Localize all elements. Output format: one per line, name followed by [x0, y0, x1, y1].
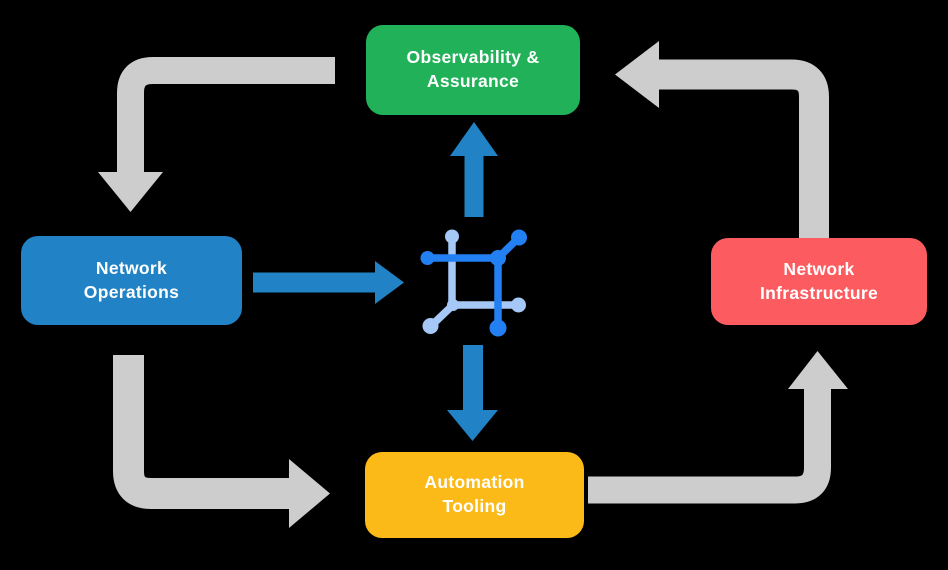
node-label-line: Automation [424, 472, 525, 493]
arrow-automation-to-infrastructure [588, 351, 848, 504]
arrowhead-up [788, 351, 848, 389]
node-label-line: Network [783, 258, 855, 279]
network-mesh-icon [420, 229, 527, 337]
arrow-operations-to-automation [113, 355, 330, 528]
arrow-operations-to-center [253, 261, 404, 304]
arrowhead-up [450, 122, 498, 156]
arrow-center-to-observability [450, 122, 498, 217]
node-label-line: Observability & [406, 47, 540, 68]
arrowhead-left [615, 41, 659, 108]
arrow-infrastructure-to-observability [615, 41, 829, 238]
arrowhead-down [447, 410, 498, 441]
node-automation-tooling: Automation Tooling [365, 452, 584, 538]
node-label-line: Operations [83, 281, 180, 302]
node-network-operations: Network Operations [21, 236, 242, 325]
node-label-line: Network [95, 257, 168, 278]
node-observability-assurance: Observability & Assurance [366, 25, 580, 115]
arrowhead-right [375, 261, 404, 304]
node-network-infrastructure: Network Infrastructure [711, 238, 927, 325]
arrow-center-to-automation [447, 345, 498, 441]
arrowhead-right [289, 459, 330, 528]
arrow-observability-to-operations [98, 57, 335, 212]
node-label-line: Tooling [442, 496, 507, 516]
arrowhead-down [98, 172, 163, 212]
node-label-line: Assurance [426, 71, 520, 91]
node-label-line: Infrastructure [760, 282, 878, 303]
